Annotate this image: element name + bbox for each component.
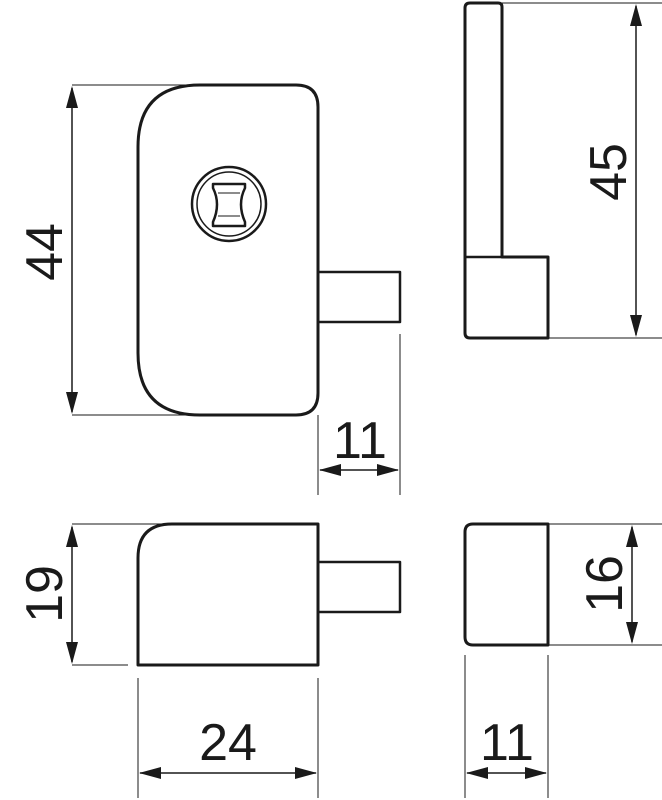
dimension-bolt-projection-front: 11 bbox=[317, 334, 401, 495]
dimension-top-width: 24 bbox=[137, 678, 319, 798]
top-view-body bbox=[136, 522, 320, 667]
dimension-label-11-front: 11 bbox=[333, 412, 387, 470]
front-view-bolt bbox=[316, 270, 402, 324]
dimension-label-44: 44 bbox=[16, 223, 74, 281]
front-view-body bbox=[136, 83, 320, 417]
cylinder-lock-icon bbox=[190, 165, 268, 243]
side-view-plate bbox=[463, 1, 550, 340]
end-view-keeper bbox=[463, 522, 550, 647]
dimension-label-24: 24 bbox=[199, 714, 257, 772]
top-view bbox=[136, 522, 402, 667]
dimension-label-19: 19 bbox=[16, 565, 74, 623]
dimension-top-depth: 19 bbox=[16, 523, 318, 666]
top-view-bolt bbox=[316, 560, 402, 614]
dimension-label-11-end: 11 bbox=[480, 714, 534, 772]
dimension-end-width: 11 bbox=[464, 655, 549, 798]
dimension-label-45: 45 bbox=[580, 143, 638, 201]
dimension-end-height: 16 bbox=[548, 523, 662, 646]
end-view bbox=[463, 522, 550, 647]
front-view bbox=[136, 83, 402, 417]
dimension-side-height: 45 bbox=[502, 2, 662, 339]
dimension-front-height: 44 bbox=[16, 84, 200, 416]
dimension-label-16: 16 bbox=[576, 555, 634, 613]
side-view bbox=[463, 1, 550, 340]
